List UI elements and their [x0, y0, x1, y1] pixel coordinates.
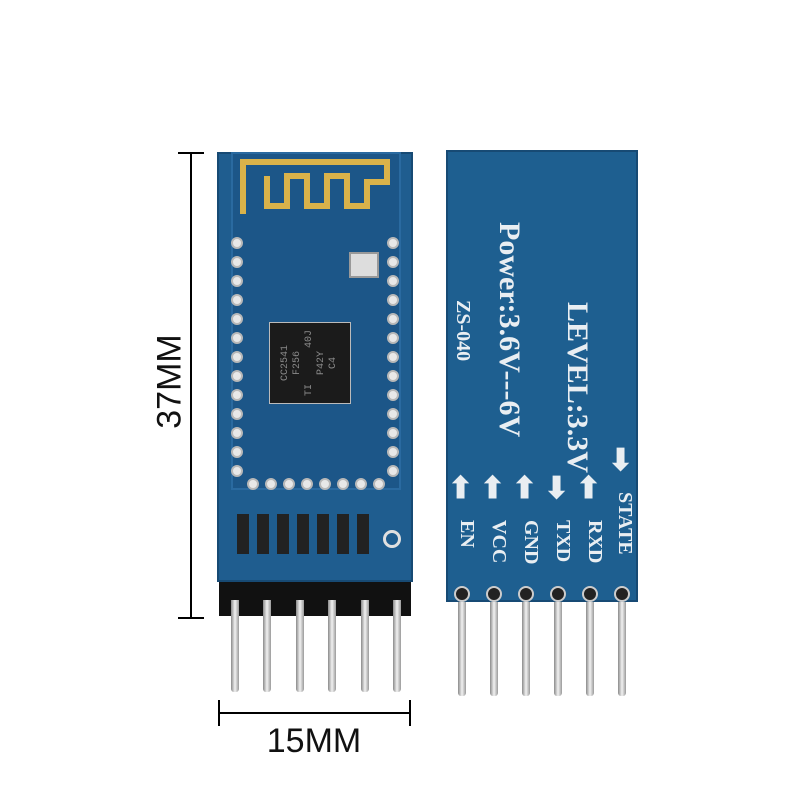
width-dimension-cap-left — [218, 700, 220, 726]
pin-header-front — [219, 582, 411, 616]
model-label: ZS-040 — [452, 300, 474, 362]
mount-hole — [383, 530, 401, 548]
pcb-antenna — [240, 159, 390, 214]
castellated-pads-right — [387, 237, 401, 477]
pin-label-gnd: GND — [520, 520, 542, 565]
arrow-up-icon: ⬆ — [448, 472, 474, 505]
pin-label-txd: TXD — [552, 520, 574, 563]
arrow-up-icon: ⬆ — [512, 472, 538, 505]
pin-label-rxd: RXD — [584, 520, 606, 564]
arrow-down-icon: ⬇ — [608, 444, 634, 477]
pin-label-state: STATE — [614, 492, 636, 555]
width-dimension-cap-right — [409, 700, 411, 726]
castellated-pads-left — [231, 237, 245, 477]
height-dimension-line — [190, 152, 192, 618]
height-dimension-cap-bottom — [178, 617, 204, 619]
pin-label-en: EN — [456, 520, 478, 548]
pcb-back — [446, 150, 638, 602]
pin-labels: ⬆ EN ⬆ VCC ⬆ GND ⬇ TXD ⬆ RXD ⬇ STATE — [446, 440, 638, 590]
pin-label-vcc: VCC — [488, 520, 510, 564]
castellated-pads-bottom — [247, 478, 385, 492]
height-dimension-cap-top — [178, 152, 204, 154]
arrow-up-icon: ⬆ — [480, 472, 506, 505]
width-dimension-line — [218, 712, 410, 714]
arrow-down-icon: ⬇ — [544, 472, 570, 505]
smd-components — [237, 514, 377, 554]
power-label: Power:3.6V---6V — [493, 222, 526, 438]
module-back: ZS-040 Power:3.6V---6V LEVEL:3.3V ⬆ EN ⬆… — [446, 150, 638, 698]
header-pins-back — [458, 602, 626, 696]
ble-chip: CC2541 F256 TI 40J P42Y C4 — [269, 322, 351, 404]
arrow-up-icon: ⬆ — [576, 472, 602, 505]
chip-marking: CC2541 F256 TI 40J P42Y C4 — [280, 330, 339, 397]
crystal — [349, 252, 379, 278]
solder-joints — [454, 586, 630, 602]
width-label: 15MM — [266, 722, 362, 760]
height-label: 37MM — [150, 334, 189, 429]
module-front: CC2541 F256 TI 40J P42Y C4 — [217, 152, 413, 692]
header-pins-front — [231, 600, 401, 692]
